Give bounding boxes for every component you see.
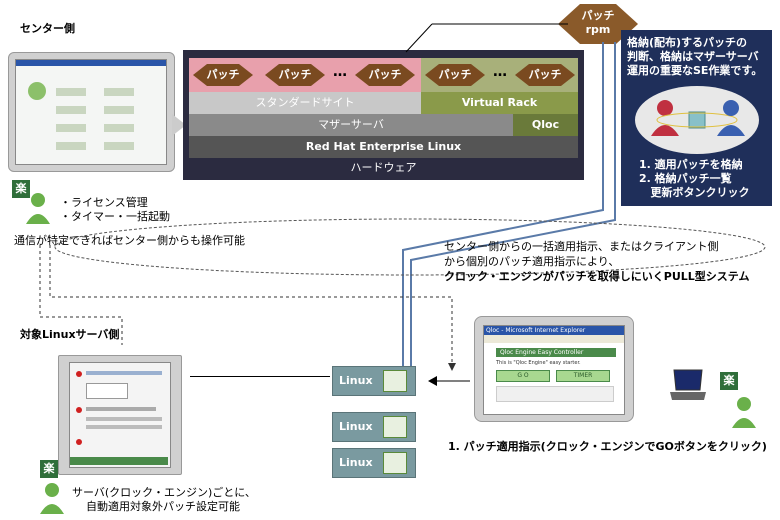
linux-label: Linux (339, 420, 373, 433)
app-title: Qloc Engine Easy Controller (496, 348, 616, 357)
apply-caption: 1. パッチ適用指示(クロック・エンジンでGOボタンをクリック) (448, 440, 767, 453)
patch-diamond: パッチ (193, 64, 253, 86)
qloc-bar: Qloc (513, 114, 578, 136)
mother-server-bar: マザーサーバ (189, 114, 513, 136)
center-screenshot (8, 52, 175, 172)
linux-server-1[interactable]: Linux (332, 366, 416, 396)
browser-screenshot: Qloc - Microsoft Internet Explorer Qloc … (474, 316, 634, 422)
notice-area (496, 386, 614, 402)
person-icon (732, 397, 756, 428)
app-subtitle: This is "Qloc Engine" easy starter. (496, 360, 581, 366)
feature-timer: ・タイマー・一括起動 (60, 210, 170, 223)
browser-menubar (484, 335, 624, 343)
pull-text: から個別のパッチ適用指示により、 (444, 255, 620, 268)
ellipsis: … (493, 64, 507, 80)
info-step: 2. 格納パッチ一覧 (639, 172, 732, 185)
go-button[interactable]: G O (496, 370, 550, 382)
target-line (190, 376, 330, 377)
center-side-label: センター側 (20, 22, 75, 35)
standard-site-bar: スタンダードサイト (189, 92, 421, 114)
se-people-icon (651, 100, 745, 136)
qloc-q-icon (383, 416, 407, 438)
patch-rpm-line1: パッチ (581, 9, 615, 22)
raku-badge: 楽 (40, 460, 58, 478)
patch-diamond: パッチ (425, 64, 485, 86)
linux-server-3[interactable]: Linux (332, 448, 416, 478)
info-line: 運用の重要なSE作業です。 (627, 64, 763, 77)
timer-button[interactable]: TIMER (556, 370, 610, 382)
browser-to-linux-arrow (428, 376, 470, 386)
raku-badge: 楽 (12, 180, 30, 198)
patch-rpm-line2: rpm (585, 23, 611, 36)
rpm-connector-line (405, 23, 568, 53)
pull-text: センター側からの一括適用指示、またはクライアント側 (444, 240, 719, 253)
qloc-q-icon (383, 370, 407, 392)
hardware-label: ハードウェア (350, 161, 417, 174)
target-screenshot (58, 355, 182, 475)
person-icon (40, 483, 64, 514)
browser-titlebar: Qloc - Microsoft Internet Explorer (484, 326, 624, 335)
patch-rpm-diamond (558, 4, 638, 44)
patch-diamond: パッチ (515, 64, 575, 86)
dashed-connectors (39, 245, 456, 371)
raku-badge: 楽 (720, 372, 738, 390)
qloc-q-icon (383, 452, 407, 474)
person-icon (26, 193, 50, 224)
feature-license: ・ライセンス管理 (60, 196, 148, 209)
linux-label: Linux (339, 456, 373, 469)
info-line: 判断、格納はマザーサーバ (627, 50, 759, 63)
pull-ellipse (54, 218, 766, 276)
network-note: 通信が特定できればセンター側からも操作可能 (14, 234, 245, 247)
virtual-rack-bar: Virtual Rack (421, 92, 578, 114)
patch-diamond: パッチ (265, 64, 325, 86)
info-step: 1. 適用パッチを格納 (639, 158, 743, 171)
pull-text: クロック・エンジンがパッチを取得しにいくPULL型システム (444, 270, 750, 283)
connector-arrow (172, 114, 186, 136)
info-line: 格納(配布)するパッチの (627, 36, 748, 49)
info-panel: 格納(配布)するパッチの 判断、格納はマザーサーバ 運用の重要なSE作業です。 … (621, 30, 772, 206)
linux-server-2[interactable]: Linux (332, 412, 416, 442)
os-bar: Red Hat Enterprise Linux (189, 136, 578, 158)
patch-diamond: パッチ (355, 64, 415, 86)
linux-label: Linux (339, 374, 373, 387)
laptop-icon (670, 369, 706, 400)
ellipsis: … (333, 64, 347, 80)
target-side-label: 対象Linuxサーバ側 (20, 328, 120, 341)
info-step: 更新ボタンクリック (639, 186, 750, 199)
server-caption: サーバ(クロック・エンジン)ごとに、 (72, 486, 256, 499)
server-stack: パッチ パッチ … パッチ パッチ … パッチ スタンダードサイト Virtua… (183, 50, 584, 180)
server-caption: 自動適用対象外パッチ設定可能 (86, 500, 240, 513)
